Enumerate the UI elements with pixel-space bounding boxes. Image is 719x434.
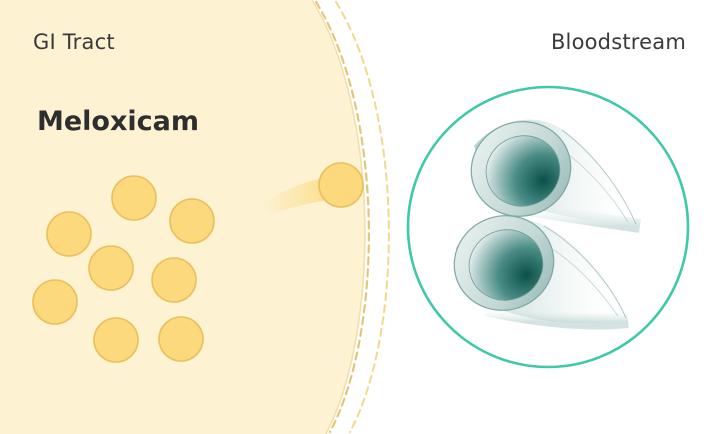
- drug-particle: [151, 257, 197, 303]
- drug-particle: [32, 279, 78, 325]
- drug-particle: [93, 317, 139, 363]
- gi-tract-label: GI Tract: [33, 30, 115, 54]
- drug-particle: [169, 198, 215, 244]
- bloodstream-label: Bloodstream: [550, 30, 686, 54]
- drug-particles: [32, 162, 364, 363]
- drug-particle: [46, 211, 92, 257]
- drug-name-label: Meloxicam: [37, 106, 200, 137]
- blood-vessel-pair: [453, 119, 641, 330]
- drug-particle: [88, 245, 134, 291]
- magnifier-circle: [406, 85, 690, 369]
- drug-particle: [158, 316, 204, 362]
- membrane-inner-line: [314, 0, 370, 434]
- drug-particle-crossing: [318, 162, 364, 208]
- gi-tract-wall: [311, 0, 366, 434]
- drug-particle: [111, 175, 157, 221]
- magnifier-ring: [406, 85, 690, 369]
